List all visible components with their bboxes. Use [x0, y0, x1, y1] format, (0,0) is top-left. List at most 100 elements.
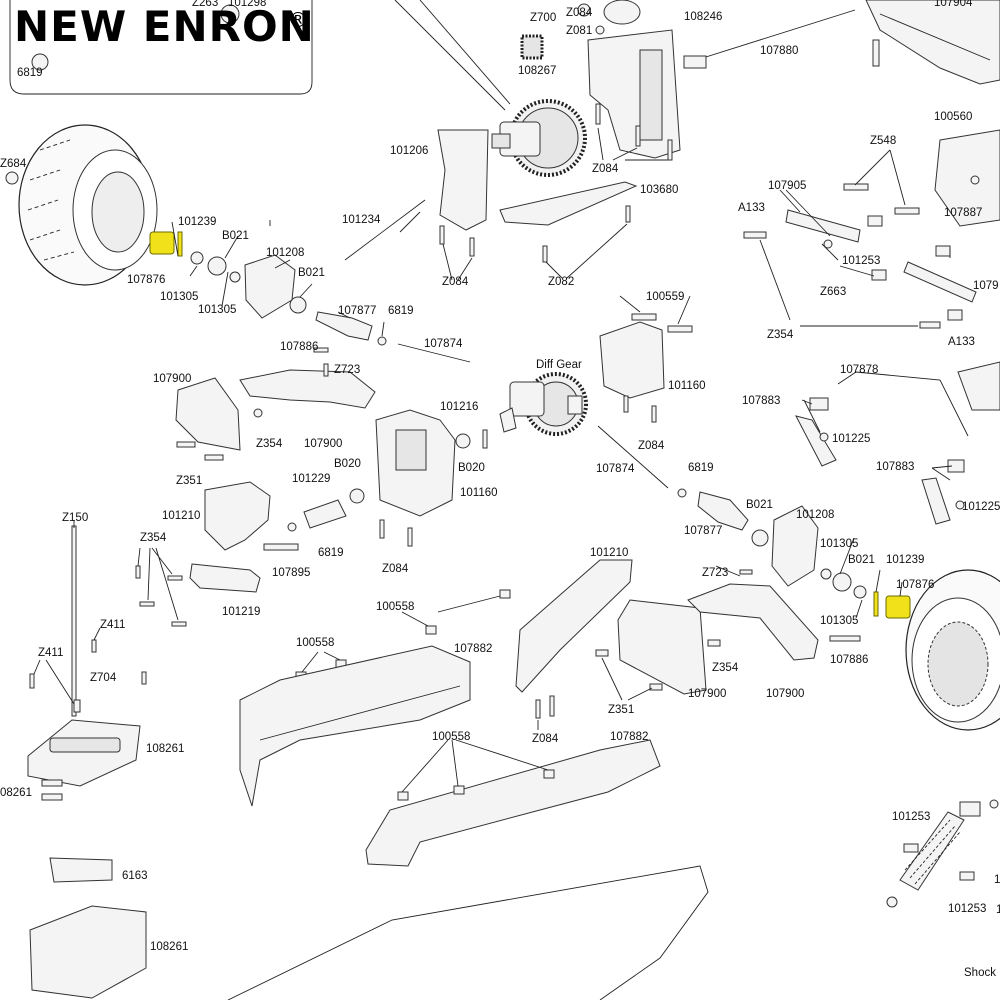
screw	[204, 454, 224, 461]
screw	[425, 625, 437, 635]
brace	[499, 181, 638, 226]
label-101225: 101225	[832, 433, 870, 445]
clip	[41, 793, 63, 801]
label-z663: Z663	[820, 286, 846, 298]
label-b020: B020	[334, 458, 361, 470]
label-b021: B021	[222, 230, 249, 242]
label-z723: Z723	[334, 364, 360, 376]
screw	[135, 565, 141, 579]
label-100558: 100558	[296, 637, 334, 649]
label-107900: 107900	[153, 373, 191, 385]
screw	[263, 543, 299, 551]
pin	[677, 488, 687, 498]
label-b021: B021	[848, 554, 875, 566]
label-107880: 107880	[760, 45, 798, 57]
screw	[651, 405, 657, 423]
screw	[667, 139, 673, 161]
label-107874: 107874	[424, 338, 463, 350]
leader-lines-lower	[33, 520, 903, 793]
pinion-gear	[520, 34, 544, 60]
label-101216: 101216	[440, 401, 478, 413]
label-101225: 101225	[962, 501, 1000, 513]
inset-box	[9, 0, 313, 95]
screw	[397, 791, 409, 801]
clip	[41, 779, 63, 787]
lid-logo	[49, 737, 121, 753]
screw	[171, 621, 187, 627]
label-z150: Z150	[62, 512, 88, 524]
sway-link-arm	[921, 477, 951, 525]
label-6819: 6819	[388, 305, 414, 317]
screw	[167, 575, 183, 581]
spur-gear	[491, 99, 587, 177]
screw	[549, 695, 555, 717]
bearing	[832, 572, 852, 592]
label-100559: 100559	[646, 291, 684, 303]
front-bumper	[865, 0, 1000, 85]
label-107900: 107900	[766, 688, 804, 700]
label-6163: 6163	[122, 870, 148, 882]
label-z082: Z082	[548, 276, 574, 288]
screw	[595, 103, 601, 125]
screw	[623, 395, 629, 413]
label-107876: 107876	[896, 579, 934, 591]
hub-carrier-right	[771, 505, 819, 587]
diff-outdrive	[499, 407, 517, 433]
label-z084: Z084	[382, 563, 409, 575]
screw	[595, 25, 605, 35]
brand-logo: NEW ENRON	[14, 2, 315, 51]
bumper-detail	[879, 13, 991, 61]
hex-hub-highlight-right	[885, 595, 911, 619]
pin	[377, 336, 387, 346]
washer	[190, 251, 204, 265]
label-101253: 101253	[842, 255, 880, 267]
label-z354: Z354	[140, 532, 167, 544]
screw	[91, 639, 97, 653]
hinge-pin	[829, 635, 861, 642]
label-107900: 107900	[304, 438, 342, 450]
label-a133: A133	[738, 202, 765, 214]
label-107882: 107882	[610, 731, 648, 743]
label-101305: 101305	[820, 615, 858, 627]
inset-part	[220, 4, 240, 24]
label-z084: Z084	[592, 163, 619, 175]
label-101298: 101298	[228, 0, 266, 9]
screw	[453, 785, 465, 795]
bearing	[751, 529, 769, 547]
screw	[595, 649, 609, 657]
leader-z354	[759, 239, 918, 327]
callout-arrow	[394, 0, 511, 111]
inset-part	[31, 53, 49, 71]
label-107877: 107877	[684, 525, 722, 537]
label-z084: Z084	[532, 733, 559, 745]
screw	[379, 519, 385, 539]
screw	[469, 237, 475, 257]
screw	[667, 325, 693, 333]
rear-axle-right	[697, 491, 749, 531]
shock-tower	[934, 129, 1000, 227]
label-101239: 101239	[886, 554, 924, 566]
diff-gear	[509, 372, 588, 436]
sway-bar	[837, 371, 969, 437]
label-108267: 108267	[518, 65, 556, 77]
label-z684: Z684	[0, 158, 27, 170]
screw	[139, 601, 155, 607]
screw	[141, 671, 147, 685]
receiver-box-lid	[27, 719, 141, 787]
label-101208: 101208	[266, 247, 304, 259]
label-z354: Z354	[712, 662, 739, 674]
dogbone-107874-top	[397, 343, 471, 363]
label-108261: 108261	[146, 743, 184, 755]
label-z081: Z081	[566, 25, 592, 37]
chassis-brace-101210	[515, 559, 633, 693]
label-101210: 101210	[162, 510, 200, 522]
ball	[823, 239, 833, 249]
ball	[989, 799, 999, 809]
label-shock: Shock	[964, 967, 996, 979]
screw	[631, 313, 657, 321]
bearing	[455, 433, 471, 449]
arm-mount-101219	[189, 563, 261, 593]
label-101253: 101253	[948, 903, 986, 915]
ball	[955, 500, 965, 510]
screw	[707, 639, 721, 647]
